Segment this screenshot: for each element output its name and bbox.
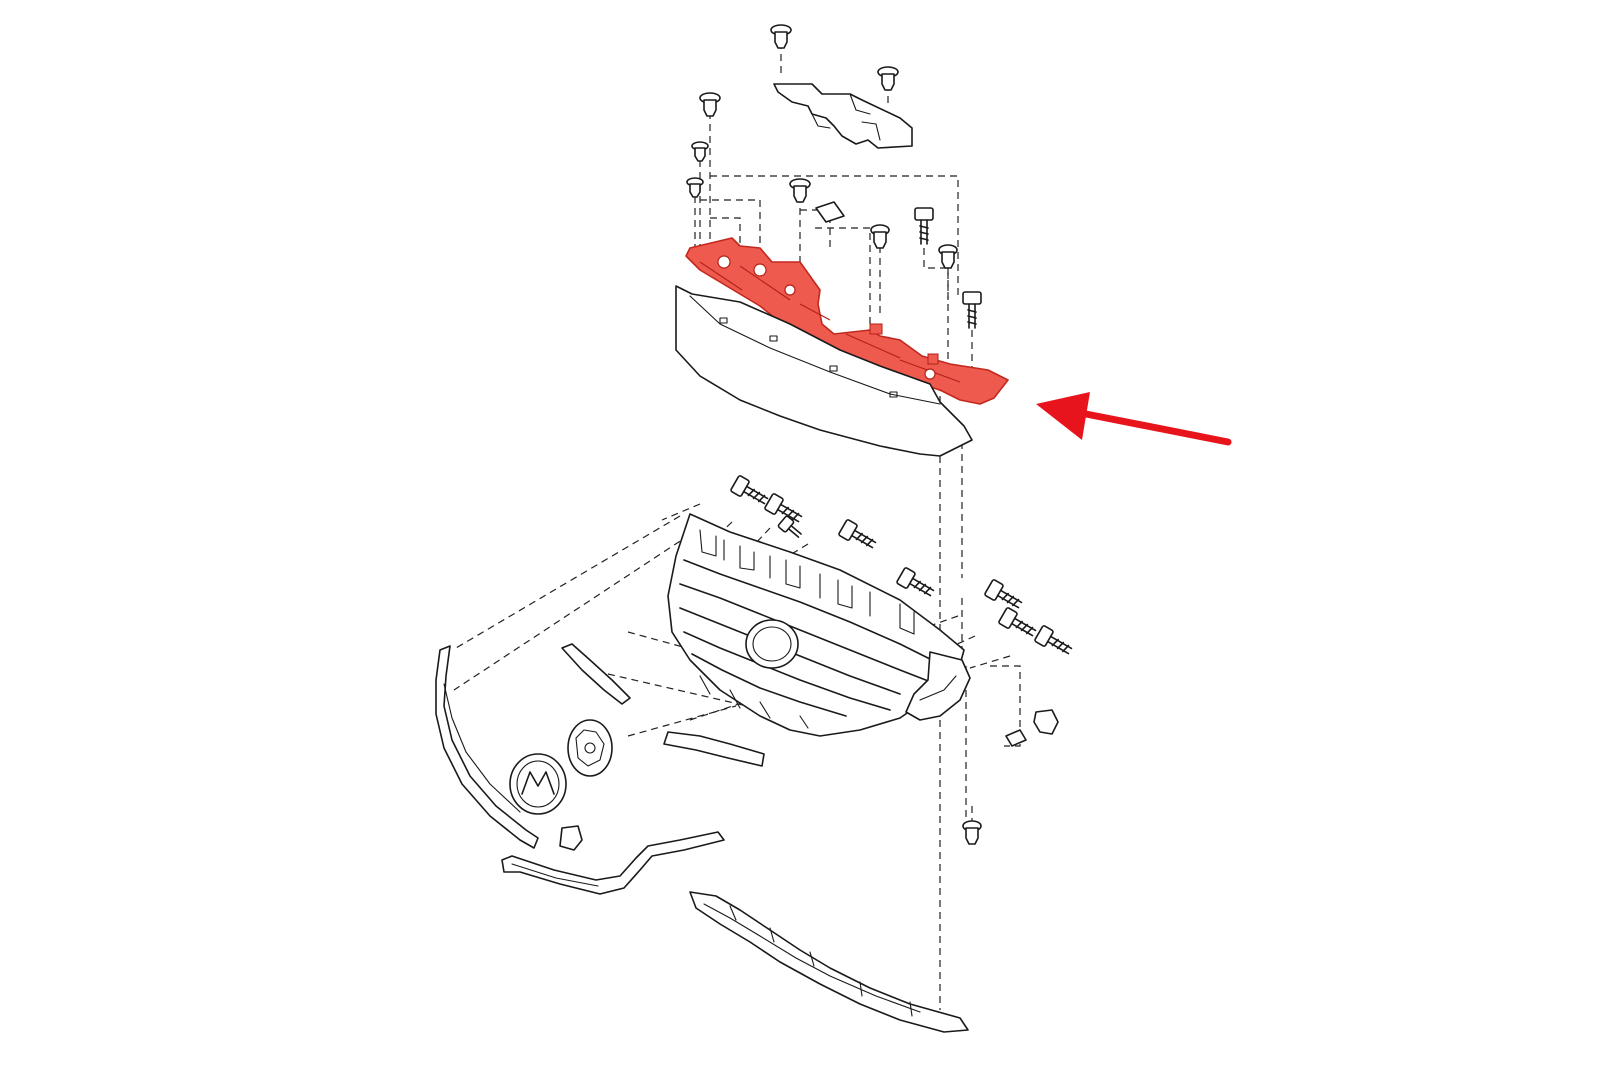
emblem-base [567,719,613,777]
push-clip [691,141,709,162]
side-clip [1005,709,1059,747]
screw [998,607,1037,637]
front-emblem [509,753,567,815]
push-clip [877,66,899,91]
radiator-grille-upper-seal [685,237,1009,405]
grille-upper-trim-panel [675,285,973,457]
push-clip [789,178,811,203]
screw [914,207,934,245]
small-clip-screw [777,515,802,538]
highlight-arrow [1036,392,1232,446]
grille-lower-molding [501,831,725,895]
upper-clip-bracket [773,83,913,149]
push-clip [870,224,890,249]
grille-side-molding [435,645,539,849]
push-clip [770,24,792,49]
screw [962,291,982,329]
screw [764,493,803,523]
push-clip [699,92,721,117]
grille-lower-chrome-strip [663,731,765,767]
push-clip [938,244,958,269]
screw [838,519,877,549]
bumper-reinforcement-lower [689,891,969,1033]
screw [730,475,769,505]
radiator-grille [667,513,971,737]
push-clips [559,24,1059,851]
screw [984,579,1023,609]
push-clip [686,177,704,198]
screw [1034,625,1073,655]
push-clip [962,820,982,845]
emblem-clip [559,825,583,851]
grille-upper-chrome-strip [561,643,631,705]
small-square-clip [815,201,845,223]
screw [896,567,935,597]
screws [730,207,1073,655]
